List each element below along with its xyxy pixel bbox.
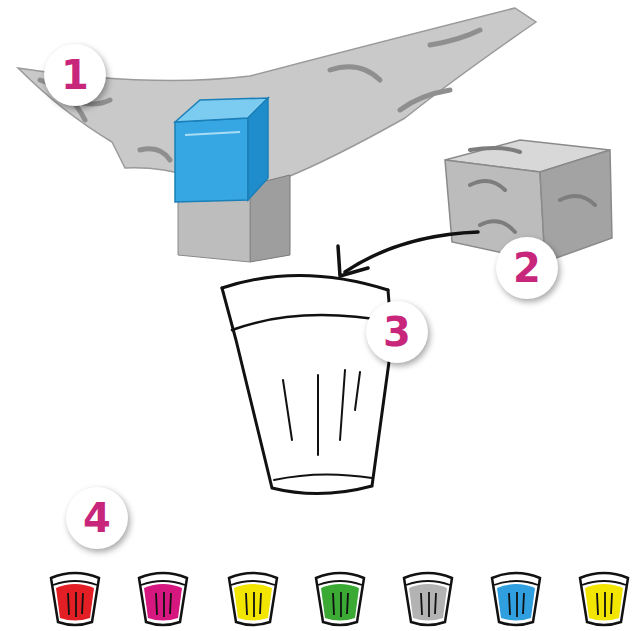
small-glass [492, 573, 540, 625]
glass-content [321, 584, 359, 621]
small-glass [404, 573, 452, 625]
small-glass [229, 573, 277, 625]
small-glass [51, 573, 99, 625]
glass-lines [53, 581, 97, 617]
glass-lines [231, 581, 275, 617]
glass [222, 275, 392, 493]
glass-outline [139, 573, 187, 625]
small-glass [139, 573, 187, 625]
glass-content [585, 584, 623, 621]
glass-lines [318, 581, 362, 617]
glass-lines [406, 581, 450, 617]
glass-outline [229, 573, 277, 625]
glass-lines [141, 581, 185, 617]
glass-outline [492, 573, 540, 625]
glass-content [409, 584, 447, 621]
callout-number: 2 [496, 237, 558, 299]
glass-outline [580, 573, 628, 625]
glass-content [497, 584, 535, 621]
small-glass [580, 573, 628, 625]
glass-content [144, 584, 182, 621]
curved-arrow [338, 232, 478, 276]
glass-outline [316, 573, 364, 625]
glass-outline [51, 573, 99, 625]
colored-glasses [51, 573, 628, 625]
callout-number: 3 [366, 301, 428, 363]
glass-content [56, 584, 94, 621]
callout-number: 1 [44, 44, 106, 106]
glass-outline [404, 573, 452, 625]
glass-content [234, 584, 272, 621]
small-glass [316, 573, 364, 625]
callout-number: 4 [66, 487, 128, 549]
glass-lines [582, 581, 626, 617]
glass-lines [494, 581, 538, 617]
